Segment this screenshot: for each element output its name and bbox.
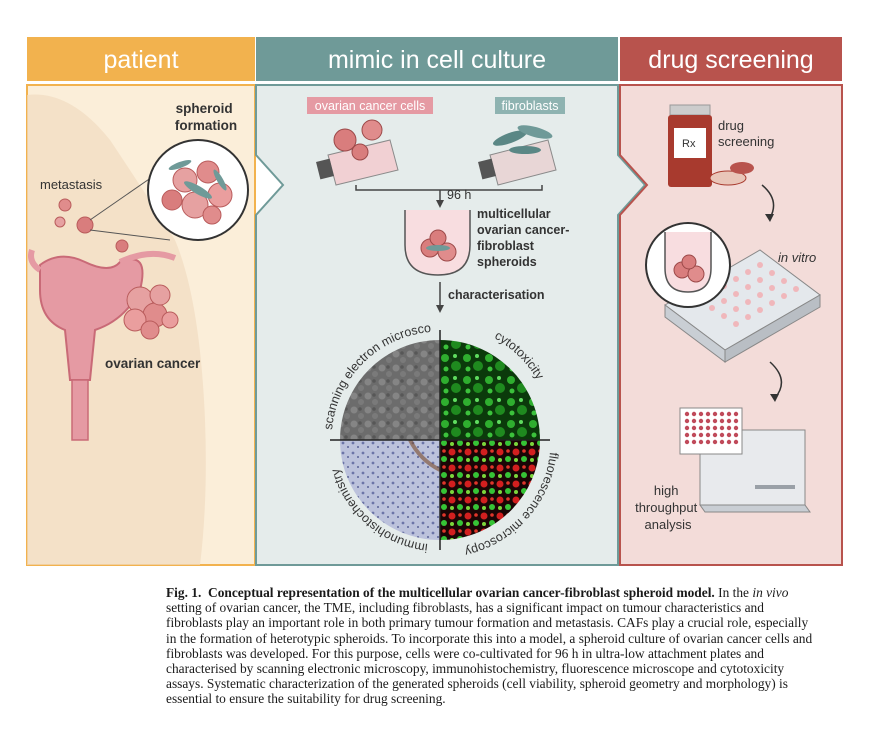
fibroblast-flask	[478, 125, 557, 186]
patient-header-text: patient	[103, 46, 178, 74]
ovarian-tumour-cluster	[123, 284, 179, 340]
merge-arrowhead	[436, 200, 444, 208]
caption-text-1: In the	[718, 585, 753, 600]
high-throughput-label: high throughput analysis	[635, 483, 701, 532]
cancer-cells-label: ovarian cancer cells	[315, 99, 425, 113]
pill-bottle-icon	[668, 104, 754, 187]
plate-zoom-circle	[645, 222, 731, 308]
fibroblasts-label: fibroblasts	[502, 99, 559, 113]
cancer-cells-label-bg	[307, 97, 433, 114]
spheroid-formation-label: spheroid formation	[175, 101, 237, 133]
ovarian-cancer-label: ovarian cancer	[105, 356, 201, 371]
patient-panel-header	[27, 37, 255, 81]
spheroids-label: multicellular ovarian cancer- fibroblast…	[477, 207, 573, 269]
drug-header-text: drug screening	[648, 46, 813, 74]
caption-in-vivo: in vivo	[752, 585, 789, 600]
drug-screening-label: drug screening	[718, 118, 774, 149]
spheroid-well	[404, 210, 471, 276]
caption-fig-label: Fig. 1	[166, 585, 198, 600]
caption-text-2: setting of ovarian cancer, the TME, incl…	[166, 600, 813, 707]
drug-panel-header	[620, 37, 842, 81]
flow-arrowhead-1	[765, 214, 774, 222]
characterisation-arrowhead	[436, 305, 444, 313]
body-silhouette	[27, 94, 206, 565]
in-vitro-label: in vitro	[778, 250, 816, 265]
figure-caption: Fig. 1. Conceptual representation of the…	[166, 585, 813, 707]
flow-arrowhead-2	[770, 394, 779, 402]
mimic-panel-header	[256, 37, 618, 81]
cancer-cell-flask	[316, 119, 399, 186]
characterisation-label: characterisation	[448, 288, 545, 302]
rx-symbol: Rx	[682, 138, 696, 150]
hours-label: 96 h	[447, 188, 471, 202]
metastasis-label: metastasis	[40, 177, 103, 192]
caption-title: Conceptual representation of the multice…	[208, 585, 715, 600]
fibroblasts-label-bg	[495, 97, 565, 114]
figure-graphic: patient spheroid for	[0, 0, 843, 566]
uterus-icon	[28, 249, 177, 441]
spheroid-formation-zoom	[147, 139, 249, 241]
metastasis-cells	[54, 198, 129, 253]
mimic-header-text: mimic in cell culture	[328, 46, 546, 74]
plate-reader-icon	[679, 407, 811, 513]
well-plate-icon	[664, 249, 821, 363]
